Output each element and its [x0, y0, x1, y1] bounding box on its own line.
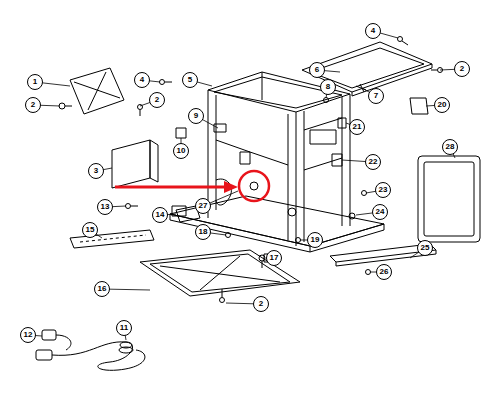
callout-number-text: 24	[376, 208, 385, 216]
callout-number: 17	[266, 250, 282, 266]
callout-number-text: 18	[199, 228, 208, 236]
callout-number: 20	[434, 97, 450, 113]
chassis-frame	[170, 72, 384, 268]
callout-number: 3	[88, 163, 104, 179]
bracket-parts	[176, 124, 226, 138]
side-panel	[418, 156, 480, 242]
callout-number: 2	[149, 92, 165, 108]
callout-number-text: 1	[33, 78, 37, 86]
small-parts	[332, 84, 428, 166]
callout-number: 2	[25, 97, 41, 113]
callout-number-text: 2	[460, 65, 464, 73]
feet-parts	[176, 206, 272, 262]
callout-number: 28	[442, 139, 458, 155]
callout-number-text: 14	[156, 211, 165, 219]
callout-number-text: 3	[94, 167, 98, 175]
callout-number-text: 4	[140, 76, 144, 84]
callout-number: 18	[195, 224, 211, 240]
callout-number: 22	[365, 154, 381, 170]
callout-number-text: 21	[353, 123, 362, 131]
callout-number-text: 5	[188, 76, 192, 84]
callout-number-text: 9	[194, 112, 198, 120]
callout-number: 10	[173, 143, 189, 159]
power-cord	[36, 330, 145, 370]
callout-number: 15	[82, 222, 98, 238]
top-bracket	[302, 42, 432, 96]
cover-part	[112, 140, 158, 188]
callout-number-text: 17	[270, 254, 279, 262]
callout-number-text: 25	[421, 244, 430, 252]
callout-number-text: 10	[177, 147, 186, 155]
callout-number: 2	[253, 296, 269, 312]
callout-number-text: 16	[98, 285, 107, 293]
callout-number-text: 6	[315, 66, 319, 74]
highlight-arrow	[115, 171, 269, 201]
callout-number-text: 2	[155, 96, 159, 104]
callout-number: 19	[307, 232, 323, 248]
callout-number: 1	[27, 74, 43, 90]
callout-number: 11	[116, 320, 132, 336]
callout-number-text: 26	[380, 268, 389, 276]
callout-number: 26	[376, 264, 392, 280]
screws	[126, 37, 443, 303]
callout-number-text: 7	[374, 92, 378, 100]
callout-number-text: 11	[120, 324, 128, 332]
callout-number: 27	[195, 198, 211, 214]
base-tray	[140, 250, 300, 296]
callout-number-text: 13	[101, 203, 110, 211]
callout-number: 4	[365, 23, 381, 39]
leader-lines	[28, 31, 462, 340]
callout-number-text: 27	[199, 202, 208, 210]
callout-number-text: 12	[24, 331, 33, 339]
callout-number: 5	[182, 72, 198, 88]
callout-number-text: 2	[31, 101, 35, 109]
callout-number: 2	[454, 61, 470, 77]
callout-number-text: 15	[86, 226, 95, 234]
callout-number: 21	[349, 119, 365, 135]
callout-number: 13	[97, 199, 113, 215]
callout-number: 7	[368, 88, 384, 104]
callout-number: 4	[134, 72, 150, 88]
callout-number-text: 8	[326, 83, 330, 91]
callout-number: 9	[188, 108, 204, 124]
callout-number-text: 19	[311, 236, 320, 244]
callout-number-text: 2	[259, 300, 263, 308]
callout-number-text: 4	[371, 27, 375, 35]
plate-part	[59, 68, 124, 114]
callout-number: 16	[94, 281, 110, 297]
callout-number-text: 20	[438, 101, 447, 109]
callout-number: 6	[309, 62, 325, 78]
callout-number-text: 23	[379, 186, 388, 194]
callout-number: 14	[152, 207, 168, 223]
callout-number: 8	[320, 79, 336, 95]
callout-number: 24	[372, 204, 388, 220]
callout-number: 12	[20, 327, 36, 343]
callout-number-text: 22	[369, 158, 378, 166]
callout-number-text: 28	[446, 143, 455, 151]
callout-number: 23	[375, 182, 391, 198]
callout-number: 25	[417, 240, 433, 256]
